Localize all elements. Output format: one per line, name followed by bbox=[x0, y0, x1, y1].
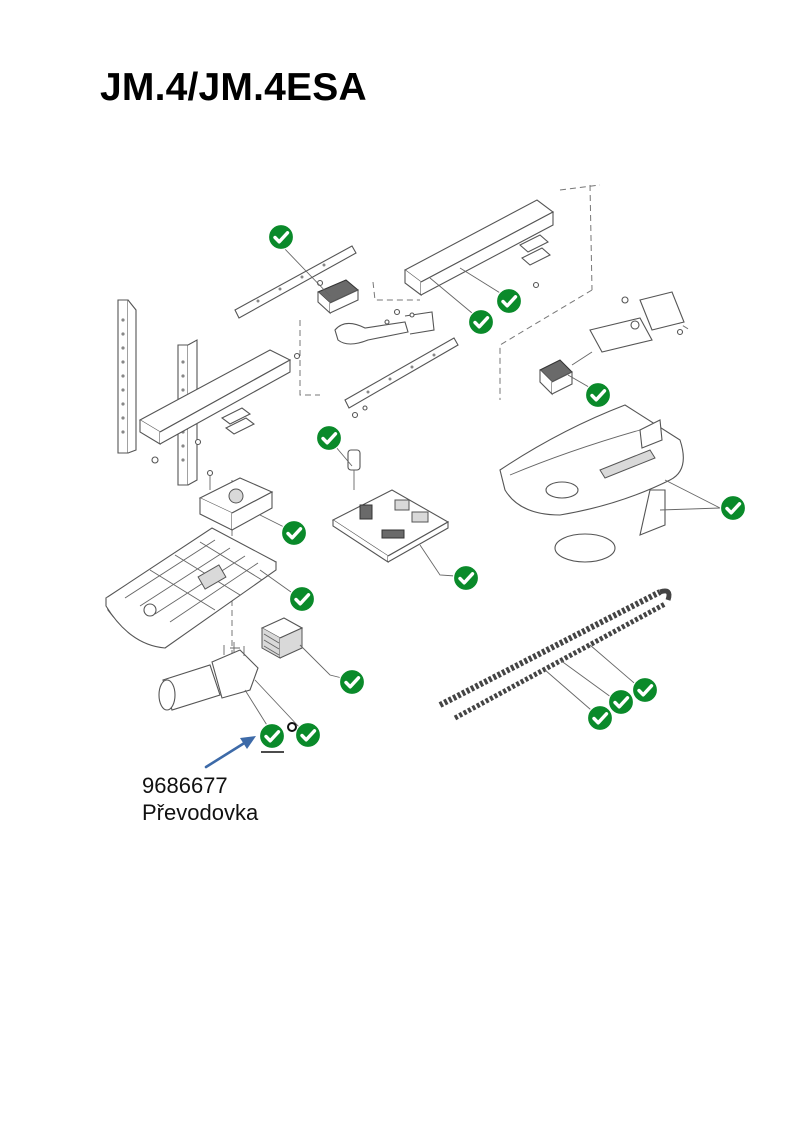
fasteners bbox=[206, 312, 415, 490]
check-circle-icon bbox=[630, 675, 660, 705]
check-circle-icon bbox=[466, 307, 496, 337]
base-chassis bbox=[105, 527, 278, 649]
check-circle-icon bbox=[337, 667, 367, 697]
check-circle-icon bbox=[585, 703, 615, 733]
check-circle-icon bbox=[494, 286, 524, 316]
check-circle-icon bbox=[314, 423, 344, 453]
check-circle-icon bbox=[606, 687, 636, 717]
rail-section-right bbox=[403, 199, 555, 297]
check-circle-icon bbox=[718, 493, 748, 523]
flat-bar-top bbox=[234, 245, 357, 319]
check-circle-icon bbox=[583, 380, 613, 410]
header-bracket bbox=[589, 291, 685, 353]
check-circle-icon bbox=[266, 222, 296, 252]
housing-cover bbox=[499, 404, 684, 563]
transformer bbox=[260, 617, 304, 659]
check-circle-icon bbox=[257, 721, 287, 751]
check-circle-icon bbox=[279, 518, 309, 548]
rail-section-left bbox=[138, 349, 301, 464]
part-name: Převodovka bbox=[142, 800, 259, 825]
flat-bar-middle bbox=[344, 337, 459, 419]
control-board bbox=[331, 489, 450, 564]
gear-cover bbox=[198, 477, 274, 531]
door-arm bbox=[334, 308, 435, 345]
check-circle-icon bbox=[451, 563, 481, 593]
check-circle-icon bbox=[287, 584, 317, 614]
limit-switch-unit bbox=[539, 351, 593, 396]
hanger-bracket-left bbox=[117, 299, 137, 454]
part-callout: 9686677 Převodovka bbox=[142, 772, 258, 826]
arrow-icon bbox=[204, 736, 256, 769]
motor-gearbox bbox=[158, 642, 259, 711]
gearbox-marker bbox=[261, 722, 297, 753]
page-title: JM.4/JM.4ESA bbox=[100, 66, 367, 109]
drive-chain bbox=[438, 588, 672, 721]
lamp-holder bbox=[347, 449, 361, 490]
carriage bbox=[316, 279, 359, 315]
check-circle-icon bbox=[293, 720, 323, 750]
part-number: 9686677 bbox=[142, 773, 228, 798]
